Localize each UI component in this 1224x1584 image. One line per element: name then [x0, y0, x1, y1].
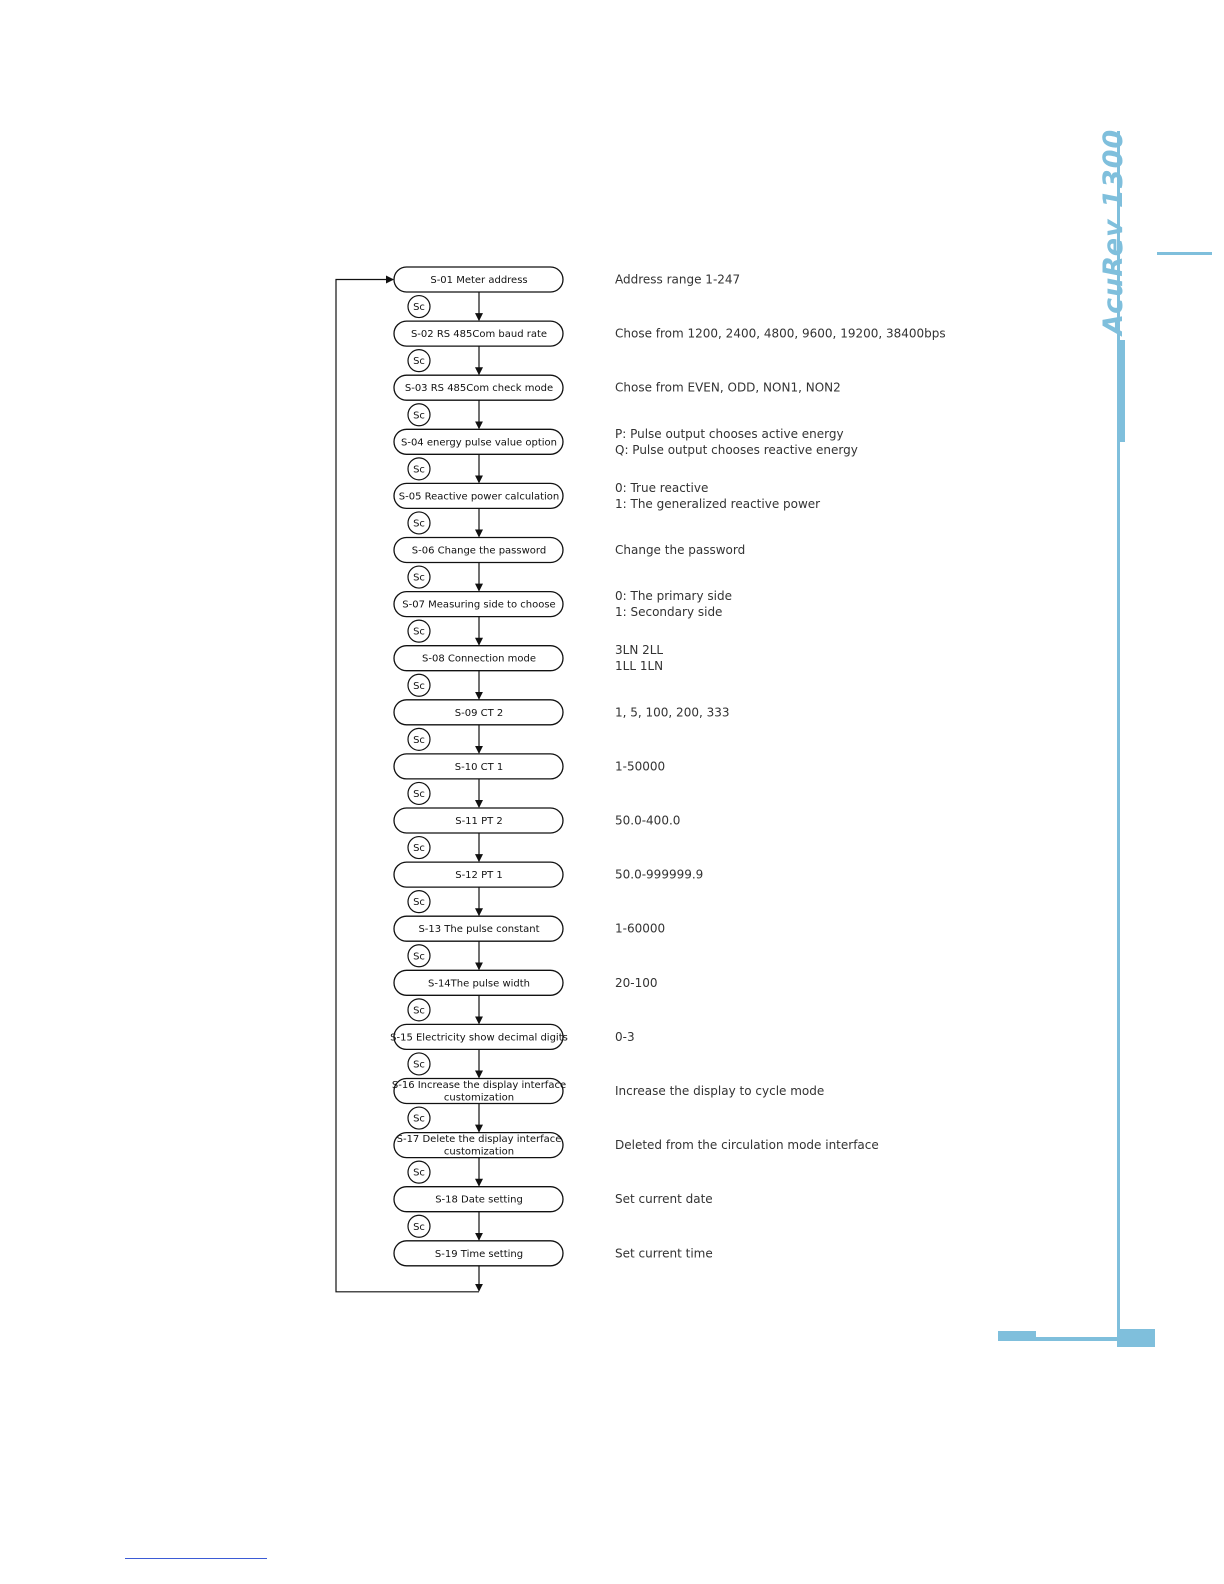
step-label: S-11 PT 2	[455, 816, 503, 827]
sc-key-label: Sc	[413, 627, 425, 638]
step-label: S-01 Meter address	[430, 275, 527, 286]
sc-key-label: Sc	[413, 1168, 425, 1179]
step-description: 0-3	[615, 1030, 635, 1044]
step-label: S-10 CT 1	[455, 762, 504, 773]
decor-bottom-bar-left	[998, 1331, 1036, 1340]
step-label: S-09 CT 2	[455, 708, 504, 719]
sc-key-label: Sc	[413, 464, 425, 475]
step-description: Address range 1-247	[615, 273, 740, 287]
sc-key-icon	[407, 511, 431, 535]
step-label: S-12 PT 1	[455, 870, 503, 881]
step-description: 20-100	[615, 976, 658, 990]
step-label: S-05 Reactive power calculation	[399, 491, 559, 502]
step-description: Chose from 1200, 2400, 4800, 9600, 19200…	[615, 327, 946, 341]
step-description: 0: True reactive	[615, 481, 708, 495]
sc-key-icon	[407, 944, 431, 968]
step-description: 1: The generalized reactive power	[615, 497, 820, 511]
footer-rule	[125, 1558, 267, 1559]
step-description: Q: Pulse output chooses reactive energy	[615, 443, 858, 457]
step-description: Increase the display to cycle mode	[615, 1084, 824, 1098]
sc-key-icon	[407, 1214, 431, 1238]
sc-key-label: Sc	[413, 951, 425, 962]
sc-key-icon	[407, 998, 431, 1022]
step-description: Set current date	[615, 1192, 713, 1206]
step-label: S-17 Delete the display interface	[397, 1134, 562, 1145]
step-description: 50.0-999999.9	[615, 868, 703, 882]
sc-key-icon	[407, 1160, 431, 1184]
decor-bottom-line	[998, 1337, 1118, 1341]
step-description: 1: Secondary side	[615, 605, 722, 619]
sc-key-icon	[407, 294, 431, 319]
sc-key-label: Sc	[413, 1005, 425, 1016]
sc-key-label: Sc	[413, 1059, 425, 1070]
step-label: S-19 Time setting	[435, 1249, 523, 1260]
sc-key-icon	[407, 890, 431, 914]
sc-key-icon	[407, 835, 431, 860]
sc-key-label: Sc	[413, 735, 425, 746]
step-description: 1-50000	[615, 759, 665, 773]
step-label: S-06 Change the password	[412, 546, 546, 557]
sc-key-label: Sc	[413, 356, 425, 367]
step-description: P: Pulse output chooses active energy	[615, 427, 844, 441]
sc-key-label: Sc	[413, 1222, 425, 1233]
decor-top-tick	[1157, 252, 1212, 255]
step-description: Set current time	[615, 1246, 713, 1260]
sc-key-icon	[407, 1052, 431, 1076]
sc-key-label: Sc	[413, 573, 425, 584]
decor-bottom-bar-right	[1117, 1329, 1155, 1347]
sc-key-label: Sc	[413, 897, 425, 908]
step-description: 1-60000	[615, 922, 665, 936]
sc-key-icon	[407, 457, 431, 481]
sc-key-icon	[407, 781, 431, 806]
sc-key-icon	[407, 403, 431, 427]
step-description: Change the password	[615, 543, 745, 557]
sc-key-label: Sc	[413, 518, 425, 529]
step-description: Chose from EVEN, ODD, NON1, NON2	[615, 381, 841, 395]
sc-key-icon	[407, 565, 431, 589]
step-description: Deleted from the circulation mode interf…	[615, 1138, 879, 1152]
sc-key-label: Sc	[413, 1114, 425, 1125]
step-label: S-07 Measuring side to choose	[402, 600, 555, 611]
sc-key-label: Sc	[413, 843, 425, 854]
sc-key-icon	[407, 349, 431, 373]
step-label: S-02 RS 485Com baud rate	[411, 329, 547, 340]
step-description: 3LN 2LL	[615, 643, 663, 657]
sc-key-icon	[407, 619, 431, 643]
step-label: S-15 Electricity show decimal digits	[390, 1032, 568, 1043]
sc-key-label: Sc	[413, 410, 425, 421]
sc-key-icon	[407, 1106, 431, 1130]
step-label: customization	[444, 1147, 514, 1158]
step-label: S-08 Connection mode	[422, 654, 536, 665]
step-label: S-18 Date setting	[435, 1195, 523, 1206]
step-description: 1, 5, 100, 200, 333	[615, 705, 730, 719]
step-label: S-04 energy pulse value option	[401, 437, 557, 448]
decor-vertical-line	[1117, 131, 1120, 1341]
sc-key-label: Sc	[413, 302, 425, 313]
step-label: customization	[444, 1093, 514, 1104]
sc-key-label: Sc	[413, 789, 425, 800]
decor-vertical-bar	[1119, 340, 1125, 442]
loop-back-arrow	[335, 275, 479, 1293]
step-label: S-14The pulse width	[428, 978, 530, 989]
step-description: 1LL 1LN	[615, 659, 663, 673]
sc-key-icon	[407, 673, 431, 697]
step-label: S-13 The pulse constant	[418, 924, 539, 935]
sc-key-icon	[407, 727, 431, 751]
step-description: 0: The primary side	[615, 589, 732, 603]
step-description: 50.0-400.0	[615, 814, 680, 828]
step-label: S-16 Increase the display interface	[392, 1080, 566, 1091]
step-label: S-03 RS 485Com check mode	[405, 383, 553, 394]
sc-key-label: Sc	[413, 681, 425, 692]
